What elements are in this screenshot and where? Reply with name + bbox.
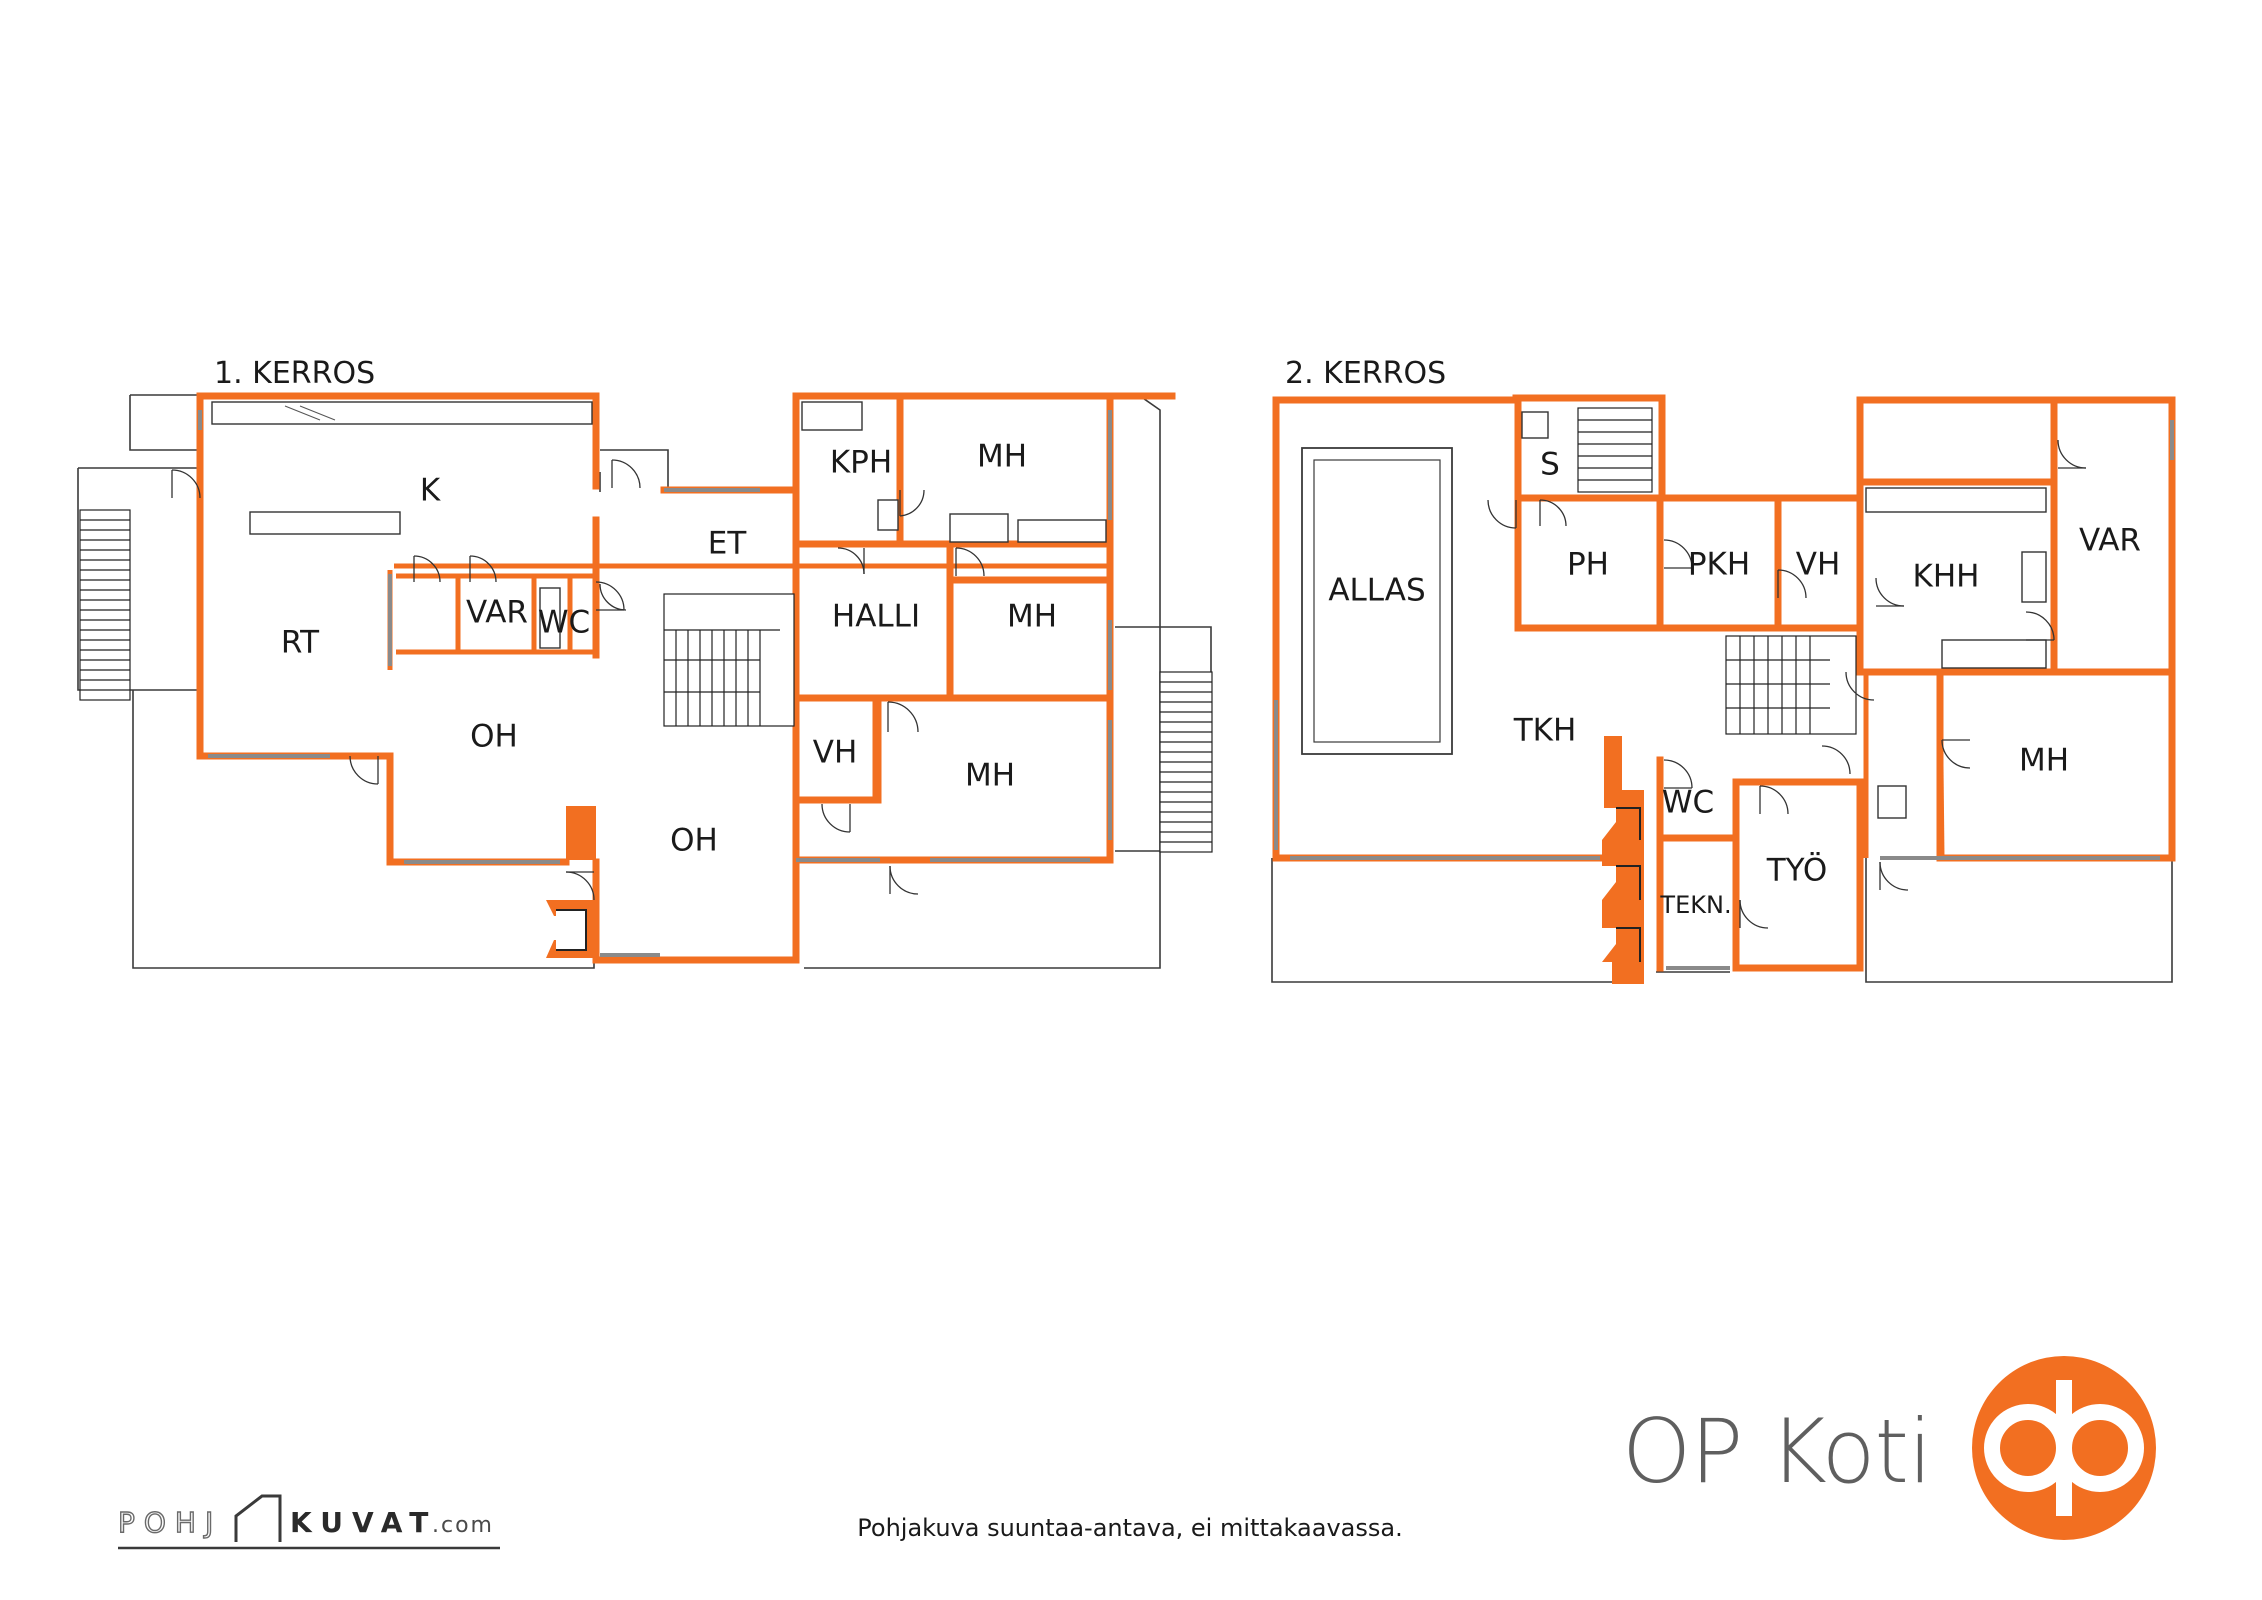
room-label: OH: [470, 719, 518, 755]
op-koti-brand: OP Koti: [1622, 1356, 2156, 1540]
room-label: VH: [813, 735, 858, 771]
room-label: S: [1540, 447, 1560, 483]
op-logo-icon: [1972, 1356, 2156, 1540]
room-label: MH: [965, 758, 1015, 794]
room-label: WC: [1662, 785, 1714, 821]
watermark-left-text: POHJ: [118, 1506, 222, 1539]
room-label: PH: [1567, 547, 1609, 583]
room-label: TKH: [1513, 713, 1577, 749]
room-label: KHH: [1913, 559, 1980, 595]
brand-name: OP Koti: [1622, 1400, 1931, 1503]
room-label: OH: [670, 823, 718, 859]
room-label: MH: [1007, 599, 1057, 635]
room-label: HALLI: [832, 599, 920, 635]
room-label: K: [420, 473, 441, 509]
room-label: VAR: [466, 595, 528, 631]
pohjakuvat-watermark: POHJ KUVAT .com: [117, 1494, 500, 1550]
watermark-logo-icon: [234, 1494, 282, 1542]
room-label: KPH: [830, 445, 892, 481]
watermark-right-text: KUVAT: [290, 1506, 437, 1539]
room-label: WC: [538, 605, 590, 641]
room-label: ALLAS: [1328, 573, 1425, 609]
room-label: TYÖ: [1766, 852, 1828, 889]
disclaimer-text: Pohjakuva suuntaa-antava, ei mittakaavas…: [857, 1514, 1402, 1542]
floor-2-title: 2. KERROS: [1285, 356, 1446, 391]
room-label: VAR: [2079, 523, 2141, 559]
room-label: MH: [2019, 743, 2069, 779]
watermark-suffix-text: .com: [432, 1513, 494, 1538]
room-label: MH: [977, 439, 1027, 475]
room-label: VH: [1796, 547, 1841, 583]
floor-1-title: 1. KERROS: [214, 356, 375, 391]
floor-2-plan: 2. KERROS: [1271, 356, 2176, 984]
room-label: TEKN.: [1659, 891, 1731, 919]
floor-1-plan: 1. KERROS: [77, 356, 1213, 969]
room-label: PKH: [1688, 547, 1750, 583]
room-label: RT: [281, 625, 320, 661]
room-label: ET: [708, 526, 748, 562]
